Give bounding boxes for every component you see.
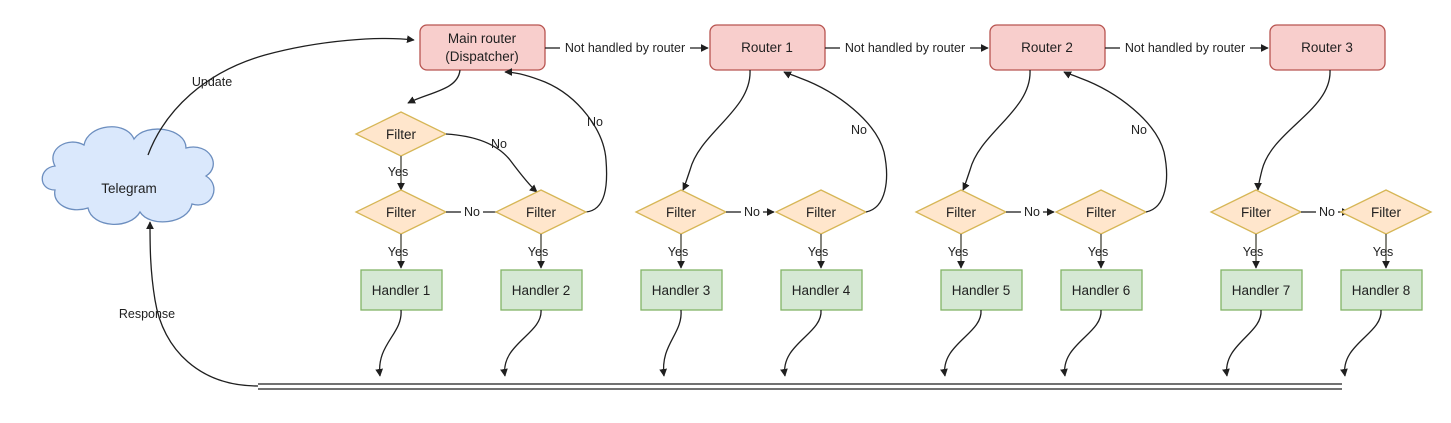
- filter-node-filter-top-main[interactable]: Filter: [354, 111, 448, 157]
- filter-label: Filter: [1371, 205, 1402, 220]
- filter-node-filter-5[interactable]: Filter: [914, 189, 1008, 235]
- filter-label: Filter: [806, 205, 837, 220]
- edge-label-yes-main-top: Yes: [388, 165, 408, 179]
- edge-handler-7-to-bus: [1222, 309, 1262, 377]
- edge-no-router2-return: [1063, 71, 1168, 213]
- handler-box: [500, 269, 583, 311]
- edge-label-yes-7: Yes: [1243, 245, 1263, 259]
- edge-update: [147, 35, 415, 156]
- edge-label-response: Response: [119, 307, 175, 321]
- filter-node-filter-2[interactable]: Filter: [494, 189, 588, 235]
- router-label-line1: Main router: [448, 31, 517, 46]
- handler-node-handler-5[interactable]: Handler 5: [940, 269, 1023, 311]
- filter-node-filter-8[interactable]: Filter: [1339, 189, 1433, 235]
- edge-no-main-top: [445, 133, 538, 193]
- edge-label-chain-1-to-2: Not handled by router: [845, 41, 965, 55]
- edge-label-yes-4: Yes: [808, 245, 828, 259]
- router-label-line1: Router 1: [741, 40, 793, 55]
- filter-node-filter-6[interactable]: Filter: [1054, 189, 1148, 235]
- router-label-line2: (Dispatcher): [445, 49, 519, 64]
- filter-node-filter-4[interactable]: Filter: [774, 189, 868, 235]
- edge-label-yes-6: Yes: [1088, 245, 1108, 259]
- handler-label: Handler 8: [1352, 283, 1411, 298]
- filter-label: Filter: [666, 205, 697, 220]
- edge-label-update: Update: [192, 75, 232, 89]
- handler-node-handler-8[interactable]: Handler 8: [1340, 269, 1423, 311]
- edge-router3-to-filter-7: [1254, 69, 1331, 191]
- edge-main-to-filter-top: [407, 69, 461, 104]
- cloud-shape: [41, 126, 215, 225]
- router-node-router-3[interactable]: Router 3: [1269, 24, 1386, 71]
- edge-label-no-main-top: No: [491, 137, 507, 151]
- edge-label-no-router1-return: No: [851, 123, 867, 137]
- edge-label-yes-8: Yes: [1373, 245, 1393, 259]
- handler-box: [940, 269, 1023, 311]
- handler-label: Handler 7: [1232, 283, 1291, 298]
- edge-label-no-router2-return: No: [1131, 123, 1147, 137]
- edge-handler-1-to-bus: [375, 309, 402, 377]
- edge-label-yes-1: Yes: [388, 245, 408, 259]
- edge-no-router1-return: [783, 71, 888, 213]
- router-node-router-2[interactable]: Router 2: [989, 24, 1106, 71]
- edge-label-yes-3: Yes: [668, 245, 688, 259]
- handler-box: [640, 269, 723, 311]
- handler-label: Handler 1: [372, 283, 431, 298]
- edge-router1-to-filter-3: [682, 69, 751, 191]
- router-box: [1269, 24, 1386, 71]
- handler-node-handler-4[interactable]: Handler 4: [780, 269, 863, 311]
- edge-router2-to-filter-5: [962, 69, 1031, 191]
- handler-node-handler-6[interactable]: Handler 6: [1060, 269, 1143, 311]
- handler-label: Handler 2: [512, 283, 571, 298]
- filter-label: Filter: [946, 205, 977, 220]
- router-label-line1: Router 3: [1301, 40, 1353, 55]
- handler-node-handler-7[interactable]: Handler 7: [1220, 269, 1303, 311]
- edge-label-yes-2: Yes: [528, 245, 548, 259]
- edge-label-no-pair-1: No: [464, 205, 480, 219]
- filter-node-filter-7[interactable]: Filter: [1209, 189, 1303, 235]
- handler-label: Handler 5: [952, 283, 1011, 298]
- edge-handler-2-to-bus: [500, 309, 542, 377]
- handler-node-handler-2[interactable]: Handler 2: [500, 269, 583, 311]
- edge-no-main-return: [504, 68, 608, 213]
- edge-label-yes-5: Yes: [948, 245, 968, 259]
- handler-node-handler-1[interactable]: Handler 1: [360, 269, 443, 311]
- edge-handler-3-to-bus: [659, 309, 682, 377]
- router-node-main-router[interactable]: Main router (Dispatcher): [419, 24, 546, 71]
- filter-label: Filter: [526, 205, 557, 220]
- telegram-label: Telegram: [101, 181, 157, 196]
- filter-label: Filter: [386, 127, 417, 142]
- filter-node-filter-1[interactable]: Filter: [354, 189, 448, 235]
- edge-response: [146, 221, 259, 387]
- edge-handler-5-to-bus: [940, 309, 982, 377]
- edge-label-no-pair-4: No: [1319, 205, 1335, 219]
- router-label-line1: Router 2: [1021, 40, 1073, 55]
- edge-label-no-pair-2: No: [744, 205, 760, 219]
- edge-label-chain-2-to-3: Not handled by router: [1125, 41, 1245, 55]
- edge-label-no-pair-3: No: [1024, 205, 1040, 219]
- filter-label: Filter: [386, 205, 417, 220]
- handler-label: Handler 6: [1072, 283, 1131, 298]
- handler-label: Handler 4: [792, 283, 851, 298]
- handler-label: Handler 3: [652, 283, 711, 298]
- edge-handler-4-to-bus: [780, 309, 822, 377]
- handler-box: [1220, 269, 1303, 311]
- edge-handler-8-to-bus: [1340, 309, 1382, 377]
- edge-handler-6-to-bus: [1060, 309, 1102, 377]
- filter-node-filter-3[interactable]: Filter: [634, 189, 728, 235]
- edge-label-no-main-return: No: [587, 115, 603, 129]
- handler-node-handler-3[interactable]: Handler 3: [640, 269, 723, 311]
- router-node-router-1[interactable]: Router 1: [709, 24, 826, 71]
- filter-label: Filter: [1241, 205, 1272, 220]
- filter-label: Filter: [1086, 205, 1117, 220]
- edge-label-chain-main-to-1: Not handled by router: [565, 41, 685, 55]
- telegram-cloud-node[interactable]: Telegram: [41, 126, 215, 225]
